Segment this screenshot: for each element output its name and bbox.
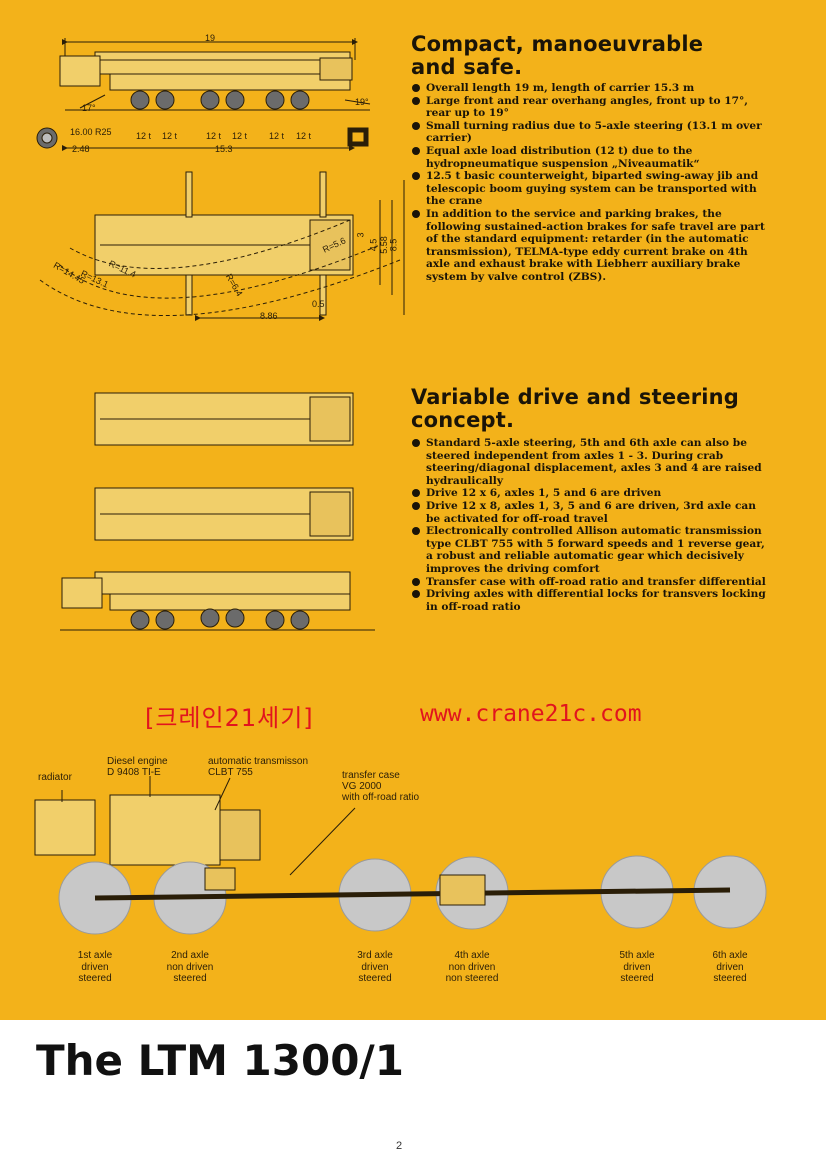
label-transfer-3: with off-road ratio — [342, 792, 420, 803]
drive-bullet: Drive 12 x 8, axles 1, 3, 5 and 6 are dr… — [411, 500, 771, 525]
compact-bullet: Large front and rear overhang angles, fr… — [411, 95, 771, 120]
page-title: The LTM 1300/1 — [36, 1036, 404, 1085]
page-number: 2 — [396, 1140, 403, 1152]
heading-drive: Variable drive and steering concept. — [411, 385, 740, 432]
compact-bullet: In addition to the service and parking b… — [411, 208, 771, 284]
watermark-url[interactable]: www.crane21c.com — [420, 701, 642, 727]
label-engine-2: D 9408 TI-E — [107, 767, 161, 778]
axle-caption-1: 1st axle driven steered — [50, 950, 140, 985]
axle-name: 5th axle — [619, 950, 655, 961]
drive-bullet: Driving axles with differential locks fo… — [411, 588, 771, 613]
watermark-korean: [크레인21세기] — [145, 704, 314, 732]
dim-carrier-length: 15.3 — [215, 144, 233, 154]
axle-steer: steered — [173, 973, 207, 984]
axle-load-1: 12 t — [136, 131, 152, 141]
axle-caption-2: 2nd axle non driven steered — [145, 950, 235, 985]
axle-drive: non driven — [166, 961, 214, 973]
compact-bullet: Equal axle load distribution (12 t) due … — [411, 145, 771, 170]
label-radiator: radiator — [38, 772, 72, 783]
technical-drawings — [34, 38, 767, 935]
compact-bullet: Small turning radius due to 5-axle steer… — [411, 120, 771, 145]
dim-outrigger-length: 8.86 — [260, 311, 278, 321]
dim-width-4-5: 4.5 — [368, 238, 379, 252]
drive-bullet: Standard 5-axle steering, 5th and 6th ax… — [411, 437, 771, 487]
axle-steer: steered — [620, 973, 654, 984]
axle-name: 4th axle — [454, 950, 490, 961]
label-transfer-2: VG 2000 — [342, 781, 382, 792]
drive-bullet: Transfer case with off-road ratio and tr… — [411, 576, 771, 589]
axle-caption-3: 3rd axle driven steered — [330, 950, 420, 985]
dim-width-3: 3 — [355, 232, 366, 238]
drivetrain-diagram — [34, 776, 767, 935]
drive-bullet: Electronically controlled Allison automa… — [411, 525, 771, 575]
axle-steer: steered — [713, 973, 747, 984]
label-transfer-1: transfer case — [342, 770, 400, 781]
dim-overall-length: 19 — [205, 33, 216, 43]
axle-steer: steered — [358, 973, 392, 984]
axle-load-2: 12 t — [162, 131, 178, 141]
axle-name: 2nd axle — [171, 950, 209, 961]
label-transmission-1: automatic transmisson — [208, 756, 309, 767]
axle-load-5: 12 t — [269, 131, 285, 141]
side-view-crane-raised-axles — [60, 571, 375, 631]
compact-bullet: Overall length 19 m, length of carrier 1… — [411, 82, 771, 95]
compact-bullet: 12.5 t basic counterweight, biparted swi… — [411, 170, 771, 208]
dim-front-overhang: 2.48 — [72, 144, 90, 154]
axle-steer: non steered — [445, 973, 499, 984]
top-view-crane-steering — [94, 392, 354, 541]
axle-name: 1st axle — [77, 950, 113, 961]
axle-caption-6: 6th axle driven steered — [685, 950, 775, 985]
axle-load-6: 12 t — [296, 131, 312, 141]
compact-bullet-list: Overall length 19 m, length of carrier 1… — [411, 82, 771, 284]
dim-front-angle: 17° — [82, 103, 96, 113]
dim-tyre: 16.00 R25 — [70, 127, 112, 137]
axle-load-4: 12 t — [232, 131, 248, 141]
axle-drive: driven — [81, 961, 109, 973]
axle-name: 6th axle — [712, 950, 748, 961]
top-view-crane-turning — [39, 171, 405, 321]
axle-drive: driven — [361, 961, 389, 973]
heading-compact: Compact, manoeuvrable and safe. — [411, 32, 704, 79]
axle-drive: driven — [623, 961, 651, 973]
axle-steer: steered — [78, 973, 112, 984]
axle-caption-5: 5th axle driven steered — [592, 950, 682, 985]
axle-load-3: 12 t — [206, 131, 222, 141]
side-view-crane — [36, 38, 371, 151]
drive-bullet-list: Standard 5-axle steering, 5th and 6th ax… — [411, 437, 771, 613]
label-engine-1: Diesel engine — [107, 756, 168, 767]
drive-bullet: Drive 12 x 6, axles 1, 5 and 6 are drive… — [411, 487, 771, 500]
dim-offset: 0.5 — [312, 299, 325, 309]
label-transmission-2: CLBT 755 — [208, 767, 253, 778]
axle-caption-4: 4th axle non driven non steered — [427, 950, 517, 985]
dim-rear-angle: 19° — [355, 97, 369, 107]
axle-drive: non driven — [448, 961, 496, 973]
dim-width-8-5: 8.5 — [388, 238, 399, 252]
axle-name: 3rd axle — [357, 950, 393, 961]
axle-drive: driven — [716, 961, 744, 973]
